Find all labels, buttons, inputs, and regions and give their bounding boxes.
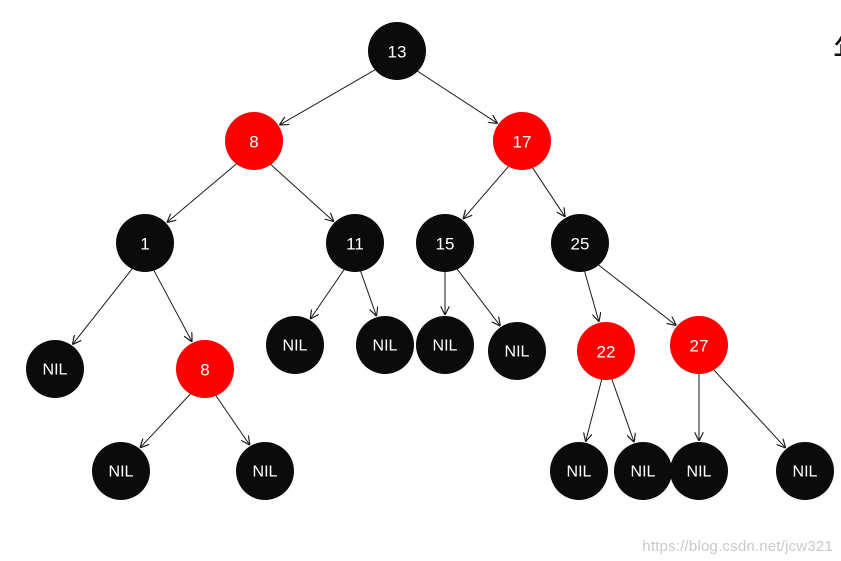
- tree-node-n1: 1: [116, 214, 174, 272]
- tree-node-nil2: NIL: [266, 316, 324, 374]
- tree-node-nil4: NIL: [416, 316, 474, 374]
- red-node-circle: [493, 112, 551, 170]
- edge-n17-n25: [529, 163, 565, 217]
- tree-node-nil8: NIL: [550, 442, 608, 500]
- tree-node-nil3: NIL: [356, 316, 414, 374]
- node-label: 25: [571, 235, 590, 254]
- tree-node-nil5: NIL: [488, 322, 546, 380]
- edge-n11-nil3: [359, 267, 377, 316]
- black-node-circle: [236, 442, 294, 500]
- tree-node-n8a: 8: [225, 112, 283, 170]
- tree-node-n17: 17: [493, 112, 551, 170]
- node-label: NIL: [631, 464, 656, 481]
- red-node-circle: [577, 322, 635, 380]
- black-node-circle: [551, 214, 609, 272]
- node-label: NIL: [373, 338, 398, 355]
- black-node-circle: [416, 214, 474, 272]
- node-label: NIL: [687, 464, 712, 481]
- edge-n13-n17: [409, 65, 498, 123]
- node-label: 22: [597, 343, 616, 362]
- black-node-circle: [416, 316, 474, 374]
- tree-node-n15: 15: [416, 214, 474, 272]
- edge-n25-n22: [583, 268, 599, 321]
- tree-node-n27: 27: [670, 316, 728, 374]
- node-label: NIL: [283, 338, 308, 355]
- node-label: NIL: [43, 362, 68, 379]
- tree-node-nil6: NIL: [92, 442, 150, 500]
- node-label: 1: [140, 235, 149, 254]
- node-label: 8: [200, 361, 209, 380]
- edge-n15-nil5: [453, 264, 501, 326]
- node-label: 11: [346, 235, 364, 254]
- red-node-circle: [670, 316, 728, 374]
- black-node-circle: [670, 442, 728, 500]
- tree-node-n22: 22: [577, 322, 635, 380]
- node-label: NIL: [433, 338, 458, 355]
- node-label: 17: [513, 133, 532, 152]
- watermark-text: https://blog.csdn.net/jcw321: [642, 538, 833, 555]
- tree-node-nil7: NIL: [236, 442, 294, 500]
- tree-node-nil9: NIL: [614, 442, 672, 500]
- black-node-circle: [26, 340, 84, 398]
- tree-node-n8b: 8: [176, 340, 234, 398]
- black-node-circle: [326, 214, 384, 272]
- black-node-circle: [488, 322, 546, 380]
- edge-n1-nil1: [72, 263, 137, 344]
- black-node-circle: [776, 442, 834, 500]
- edge-n25-n27: [591, 259, 676, 325]
- node-label: 13: [388, 43, 407, 62]
- black-node-circle: [368, 22, 426, 80]
- edge-n8b-nil6: [140, 388, 196, 448]
- black-node-circle: [614, 442, 672, 500]
- black-node-circle: [116, 214, 174, 272]
- edge-n8a-n1: [167, 158, 243, 223]
- node-label: NIL: [109, 464, 134, 481]
- tree-node-n13: 13: [368, 22, 426, 80]
- edge-n8b-nil7: [212, 391, 250, 445]
- black-node-circle: [550, 442, 608, 500]
- edge-n22-nil8: [586, 376, 603, 441]
- node-label: NIL: [505, 344, 530, 361]
- black-node-circle: [356, 316, 414, 374]
- red-node-circle: [176, 340, 234, 398]
- edge-n13-n8a: [279, 64, 384, 125]
- node-label: 27: [690, 337, 709, 356]
- edge-n27-nil11: [708, 364, 785, 448]
- node-label: NIL: [253, 464, 278, 481]
- node-label: 15: [436, 235, 455, 254]
- tree-node-nil11: NIL: [776, 442, 834, 500]
- node-label: 8: [249, 133, 258, 152]
- node-label: NIL: [567, 464, 592, 481]
- tree-node-n25: 25: [551, 214, 609, 272]
- black-node-circle: [266, 316, 324, 374]
- edge-n22-nil9: [610, 375, 634, 442]
- cropped-glyph: 年: [833, 30, 841, 70]
- black-node-circle: [92, 442, 150, 500]
- edge-n11-nil2: [310, 265, 348, 319]
- tree-node-nil10: NIL: [670, 442, 728, 500]
- edge-n8a-n11: [264, 159, 334, 222]
- edges-layer: [72, 64, 785, 448]
- edge-n1-n8b: [151, 266, 192, 342]
- tree-node-nil1: NIL: [26, 340, 84, 398]
- edge-n17-n15: [463, 161, 513, 219]
- node-label: NIL: [793, 464, 818, 481]
- red-node-circle: [225, 112, 283, 170]
- tree-node-n11: 11: [326, 214, 384, 272]
